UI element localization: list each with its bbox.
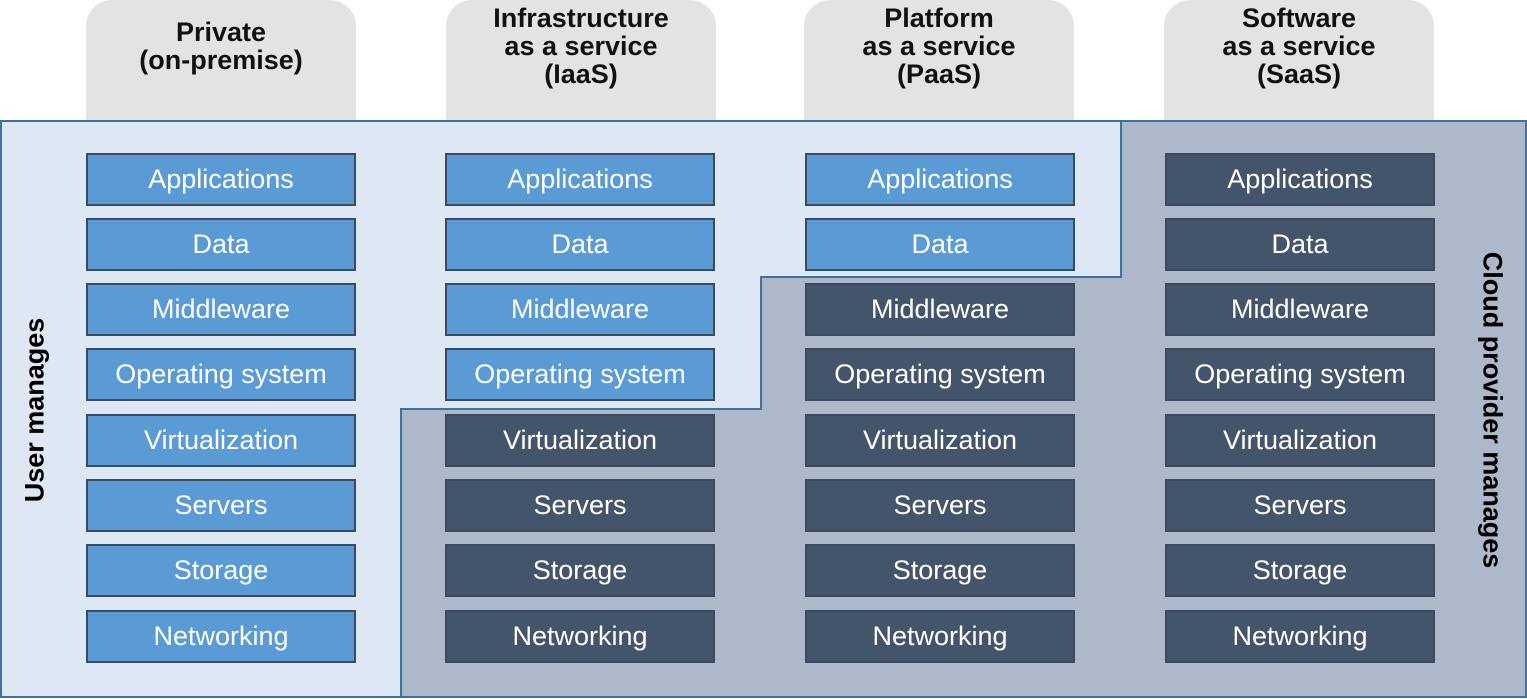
iaas-layer-servers: Servers xyxy=(445,479,715,532)
private-layer-storage: Storage xyxy=(86,544,356,597)
saas-layer-operating-system: Operating system xyxy=(1165,348,1435,401)
paas-layer-applications: Applications xyxy=(805,153,1075,206)
user-manages-label: User manages xyxy=(19,317,50,503)
iaas-layer-storage: Storage xyxy=(445,544,715,597)
saas-layer-servers: Servers xyxy=(1165,479,1435,532)
saas-layer-storage: Storage xyxy=(1165,544,1435,597)
column-header-line: (PaaS) xyxy=(896,59,982,89)
column-header-line: Software xyxy=(1241,3,1356,33)
column-header-line: Private xyxy=(175,17,267,47)
column-header-line: (IaaS) xyxy=(544,59,618,89)
private-layer-servers: Servers xyxy=(86,479,356,532)
iaas-layer-virtualization: Virtualization xyxy=(445,414,715,467)
private-layer-applications: Applications xyxy=(86,153,356,206)
column-header-line: Infrastructure xyxy=(493,3,669,33)
saas-layer-virtualization: Virtualization xyxy=(1165,414,1435,467)
paas-layer-data: Data xyxy=(805,218,1075,271)
private-layer-networking: Networking xyxy=(86,610,356,663)
paas-layer-networking: Networking xyxy=(805,610,1075,663)
saas-layer-applications: Applications xyxy=(1165,153,1435,206)
private-layer-virtualization: Virtualization xyxy=(86,414,356,467)
column-header-line: Platform xyxy=(884,3,994,33)
paas-layer-virtualization: Virtualization xyxy=(805,414,1075,467)
iaas-layer-data: Data xyxy=(445,218,715,271)
column-header-line: as a service xyxy=(862,31,1016,61)
column-header-line: as a service xyxy=(504,31,658,61)
saas-layer-data: Data xyxy=(1165,218,1435,271)
paas-layer-servers: Servers xyxy=(805,479,1075,532)
column-header-line: as a service xyxy=(1222,31,1376,61)
private-layer-middleware: Middleware xyxy=(86,283,356,336)
iaas-layer-operating-system: Operating system xyxy=(445,348,715,401)
saas-layer-networking: Networking xyxy=(1165,610,1435,663)
iaas-layer-applications: Applications xyxy=(445,153,715,206)
column-header-line: (on-premise) xyxy=(139,45,303,75)
paas-layer-middleware: Middleware xyxy=(805,283,1075,336)
saas-layer-middleware: Middleware xyxy=(1165,283,1435,336)
iaas-layer-middleware: Middleware xyxy=(445,283,715,336)
column-header-line: (SaaS) xyxy=(1256,59,1342,89)
provider-manages-label: Cloud provider manages xyxy=(1477,251,1508,569)
iaas-layer-networking: Networking xyxy=(445,610,715,663)
paas-layer-operating-system: Operating system xyxy=(805,348,1075,401)
private-layer-operating-system: Operating system xyxy=(86,348,356,401)
paas-layer-storage: Storage xyxy=(805,544,1075,597)
private-layer-data: Data xyxy=(86,218,356,271)
